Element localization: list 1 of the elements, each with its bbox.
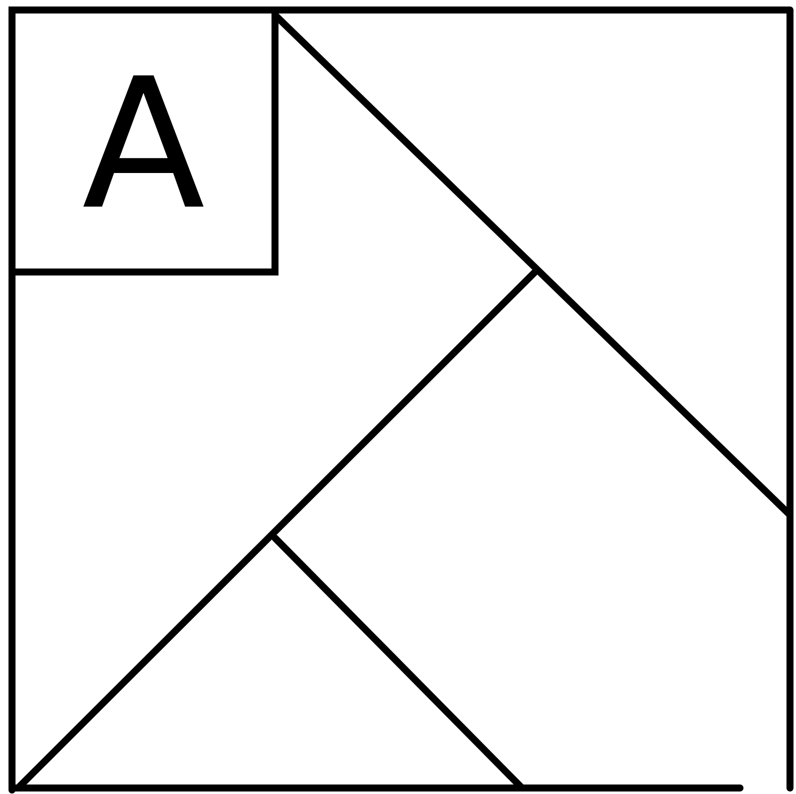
letter-box: A: [8, 6, 278, 276]
